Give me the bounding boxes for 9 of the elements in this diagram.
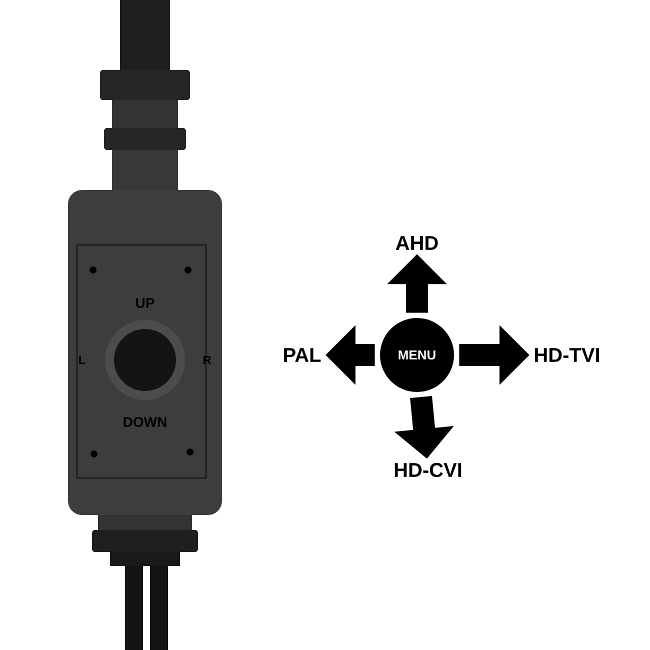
mode-label: HD-CVI bbox=[394, 462, 462, 478]
menu-button: MENU bbox=[380, 318, 454, 392]
embossed-label: L bbox=[79, 356, 86, 364]
embossed-label: DOWN bbox=[124, 417, 166, 427]
mode-label: AHD bbox=[396, 236, 438, 250]
mode-label: HD-TVI bbox=[535, 348, 599, 362]
mode-label: PAL bbox=[284, 348, 321, 362]
embossed-label: R bbox=[203, 356, 212, 364]
embossed-label: UP bbox=[136, 298, 154, 308]
